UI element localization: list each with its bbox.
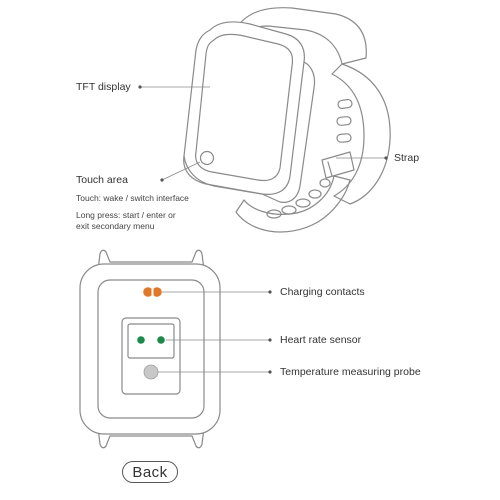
lug-bottom [97, 427, 205, 449]
strap-hole [295, 198, 311, 208]
label-heart-rate-sensor: Heart rate sensor [280, 334, 362, 346]
label-touch-desc: Touch: wake / switch interface [76, 193, 189, 203]
back-leader-lines [158, 290, 272, 374]
strap-right [331, 63, 391, 205]
back-plate [97, 279, 205, 419]
temperature-probe [143, 364, 159, 380]
label-charging-contacts: Charging contacts [280, 286, 365, 298]
strap-hole [281, 205, 297, 215]
heart-rate-leds [137, 336, 165, 344]
tft-display-screen [195, 33, 294, 182]
strap-bottom [235, 175, 351, 233]
back-button-label: Back [132, 463, 168, 481]
back-watch [79, 249, 221, 449]
back-button[interactable]: Back [122, 461, 178, 483]
label-touch-area: Touch area [76, 174, 128, 186]
front-leader-lines [138, 85, 388, 182]
strap-hole [319, 178, 331, 188]
label-tft-display: TFT display [76, 81, 131, 93]
strap-hole [337, 98, 353, 110]
label-long-press-line2: exit secondary menu [76, 221, 155, 231]
front-watch [183, 7, 391, 233]
watch-case-front [183, 21, 305, 195]
strap-hole [336, 133, 352, 143]
strap-hole [266, 209, 282, 219]
lug-top [97, 249, 205, 271]
strap-buckle [321, 151, 355, 179]
strap-hole [336, 116, 352, 126]
touch-area-button [199, 150, 215, 166]
heart-rate-window [127, 323, 175, 359]
charging-contacts [143, 284, 162, 300]
sensor-window [121, 317, 181, 395]
watch-case-back [79, 263, 221, 435]
label-long-press-line1: Long press: start / enter or [76, 210, 176, 220]
strap-hole [308, 189, 322, 199]
label-strap: Strap [394, 152, 420, 164]
label-temperature-probe: Temperature measuring probe [280, 366, 421, 378]
